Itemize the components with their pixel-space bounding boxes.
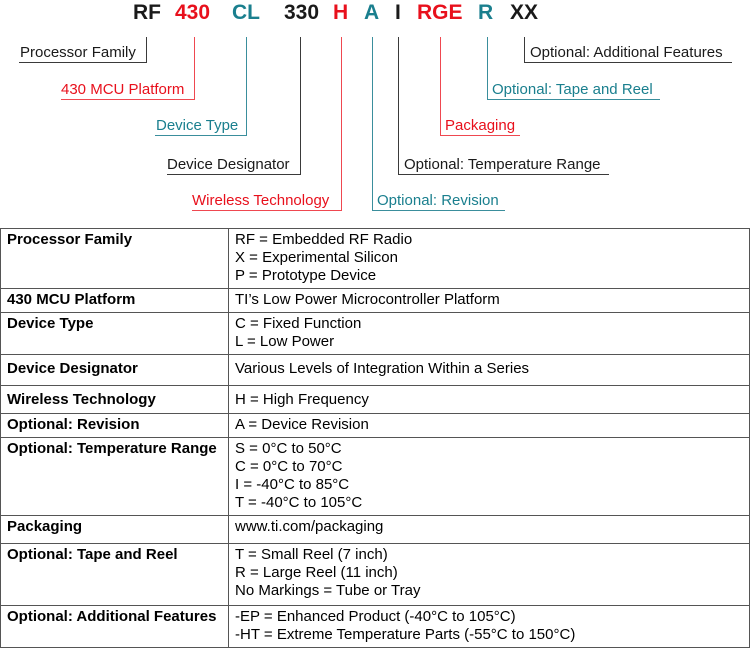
underline-processor-family — [19, 62, 147, 63]
table-row: Wireless Technology H = High Frequency — [0, 385, 750, 414]
connector-device-type — [246, 37, 247, 135]
field-values: Various Levels of Integration Within a S… — [228, 354, 750, 386]
connector-wireless-technology — [341, 37, 342, 210]
field-name: Wireless Technology — [0, 385, 229, 414]
part-number-legend-table: Processor Family RF = Embedded RF Radio … — [0, 228, 750, 648]
table-row: Optional: Tape and Reel T = Small Reel (… — [0, 543, 750, 606]
code-430: 430 — [175, 1, 211, 24]
field-value: No Markings = Tube or Tray — [235, 582, 421, 599]
field-value: T = -40°C to 105°C — [235, 494, 363, 511]
callout-packaging: Packaging — [445, 117, 516, 134]
code-i: I — [395, 1, 401, 24]
underline-mcu-platform — [61, 99, 195, 100]
connector-additional-features — [524, 37, 525, 62]
field-values: H = High Frequency — [228, 385, 750, 414]
underline-additional-features — [524, 62, 732, 63]
table-row: Processor Family RF = Embedded RF Radio … — [0, 228, 750, 289]
callout-additional-features: Optional: Additional Features — [530, 44, 723, 61]
field-value: TI’s Low Power Microcontroller Platform — [235, 291, 500, 308]
connector-tape-reel — [487, 37, 488, 99]
callout-temperature-range: Optional: Temperature Range — [404, 156, 601, 173]
code-rf: RF — [133, 1, 161, 24]
table-row: Packaging www.ti.com/packaging — [0, 515, 750, 544]
table-row: 430 MCU Platform TI’s Low Power Microcon… — [0, 288, 750, 313]
field-value: -EP = Enhanced Product (-40°C to 105°C) — [235, 608, 516, 625]
field-values: RF = Embedded RF Radio X = Experimental … — [228, 228, 750, 289]
field-name: 430 MCU Platform — [0, 288, 229, 313]
field-name: Optional: Tape and Reel — [0, 543, 229, 606]
field-values: C = Fixed Function L = Low Power — [228, 312, 750, 355]
field-value: A = Device Revision — [235, 416, 369, 433]
connector-temperature-range — [398, 37, 399, 174]
table-row: Optional: Additional Features -EP = Enha… — [0, 605, 750, 648]
callout-wireless-technology: Wireless Technology — [192, 192, 330, 209]
field-value: -HT = Extreme Temperature Parts (-55°C t… — [235, 626, 576, 643]
field-name: Processor Family — [0, 228, 229, 289]
code-a: A — [364, 1, 380, 24]
table-row: Optional: Revision A = Device Revision — [0, 413, 750, 438]
code-330: 330 — [284, 1, 320, 24]
callout-revision: Optional: Revision — [377, 192, 499, 209]
field-value: C = 0°C to 70°C — [235, 458, 343, 475]
field-name: Device Designator — [0, 354, 229, 386]
field-value: S = 0°C to 50°C — [235, 440, 342, 457]
field-values: A = Device Revision — [228, 413, 750, 438]
field-value: L = Low Power — [235, 333, 335, 350]
code-xx: XX — [510, 1, 539, 24]
field-values: www.ti.com/packaging — [228, 515, 750, 544]
table-row: Device Designator Various Levels of Inte… — [0, 354, 750, 386]
callout-device-designator: Device Designator — [167, 156, 290, 173]
underline-packaging — [440, 135, 520, 136]
connector-device-designator — [300, 37, 301, 174]
connector-processor-family — [146, 37, 147, 62]
callout-processor-family: Processor Family — [20, 44, 136, 61]
connector-revision — [372, 37, 373, 210]
field-value: RF = Embedded RF Radio — [235, 231, 413, 248]
underline-revision — [372, 210, 505, 211]
field-values: T = Small Reel (7 inch) R = Large Reel (… — [228, 543, 750, 606]
code-h: H — [333, 1, 349, 24]
field-values: S = 0°C to 50°C C = 0°C to 70°C I = -40°… — [228, 437, 750, 516]
connector-packaging — [440, 37, 441, 135]
field-value: X = Experimental Silicon — [235, 249, 398, 266]
underline-device-designator — [167, 174, 301, 175]
field-value: P = Prototype Device — [235, 267, 377, 284]
table-row: Device Type C = Fixed Function L = Low P… — [0, 312, 750, 355]
table-row: Optional: Temperature Range S = 0°C to 5… — [0, 437, 750, 516]
underline-tape-reel — [487, 99, 660, 100]
field-name: Optional: Revision — [0, 413, 229, 438]
connector-mcu-platform — [194, 37, 195, 99]
field-value: C = Fixed Function — [235, 315, 362, 332]
field-value: www.ti.com/packaging — [235, 518, 384, 535]
field-values: -EP = Enhanced Product (-40°C to 105°C) … — [228, 605, 750, 648]
callout-tape-reel: Optional: Tape and Reel — [492, 81, 653, 98]
code-cl: CL — [232, 1, 260, 24]
field-name: Device Type — [0, 312, 229, 355]
field-name: Optional: Additional Features — [0, 605, 229, 648]
field-name: Packaging — [0, 515, 229, 544]
field-value: T = Small Reel (7 inch) — [235, 546, 388, 563]
underline-device-type — [155, 135, 247, 136]
field-value: H = High Frequency — [235, 391, 369, 408]
callout-device-type: Device Type — [156, 117, 239, 134]
underline-temperature-range — [398, 174, 609, 175]
field-value: Various Levels of Integration Within a S… — [235, 360, 530, 377]
code-rge: RGE — [417, 1, 463, 24]
underline-wireless-technology — [192, 210, 342, 211]
code-r: R — [478, 1, 494, 24]
field-values: TI’s Low Power Microcontroller Platform — [228, 288, 750, 313]
callout-mcu-platform: 430 MCU Platform — [61, 81, 185, 98]
field-name: Optional: Temperature Range — [0, 437, 229, 516]
field-value: R = Large Reel (11 inch) — [235, 564, 398, 581]
field-value: I = -40°C to 85°C — [235, 476, 350, 493]
